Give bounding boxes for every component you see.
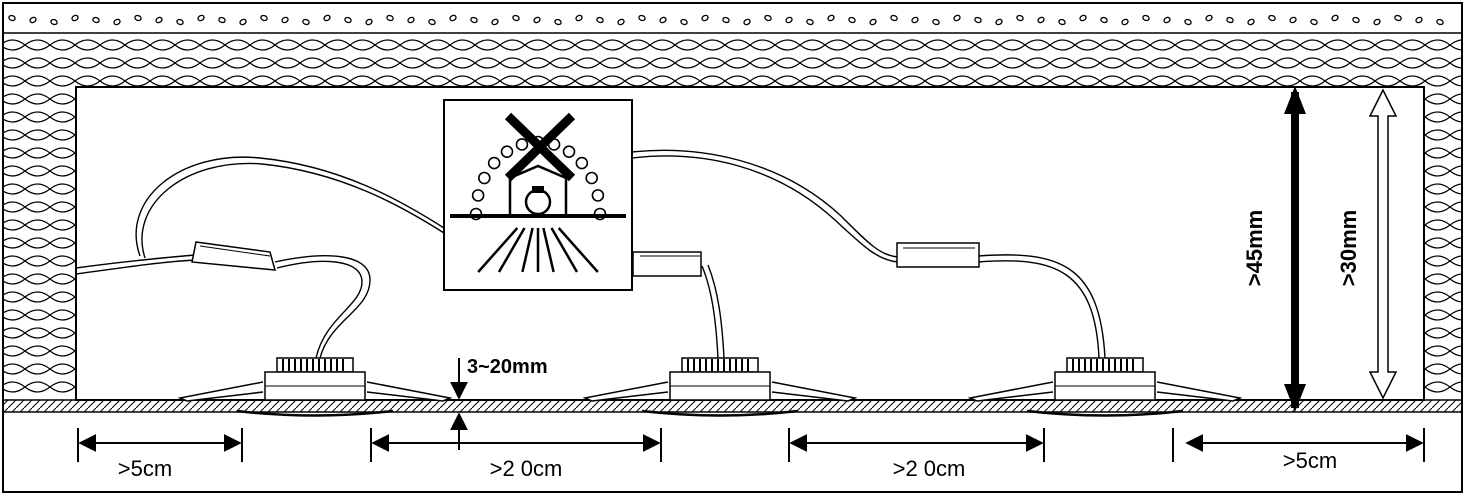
downlight-1	[177, 357, 453, 417]
downlight-3	[967, 357, 1243, 417]
spacing-2-label: >2 0cm	[893, 456, 966, 481]
ceiling-board	[2, 399, 1463, 413]
gap-left-label: >5cm	[118, 456, 172, 481]
driver-3	[896, 242, 980, 268]
ceiling-cavity	[75, 86, 1425, 401]
ceiling-thickness-marker: 3~20mm	[450, 356, 548, 450]
cavity-height-min-label: >30mm	[1336, 210, 1361, 286]
cavity-height-arrow	[1284, 86, 1306, 412]
cavity-height-min-arrow	[1368, 88, 1398, 400]
ceiling-thickness-label: 3~20mm	[467, 356, 548, 378]
spacing-dimensions	[77, 428, 1425, 462]
spacing-1-label: >2 0cm	[490, 456, 563, 481]
cables	[75, 149, 1106, 359]
driver-1	[191, 241, 277, 271]
gap-right-label: >5cm	[1283, 448, 1337, 473]
no-insulation-over-light-icon	[443, 99, 633, 291]
pebble-strip	[8, 14, 1444, 26]
downlight-2	[582, 357, 858, 417]
insulation-layer	[3, 34, 1462, 400]
cavity-height-label: >45mm	[1242, 210, 1267, 286]
downlights	[177, 357, 1243, 417]
driver-2	[632, 251, 702, 277]
